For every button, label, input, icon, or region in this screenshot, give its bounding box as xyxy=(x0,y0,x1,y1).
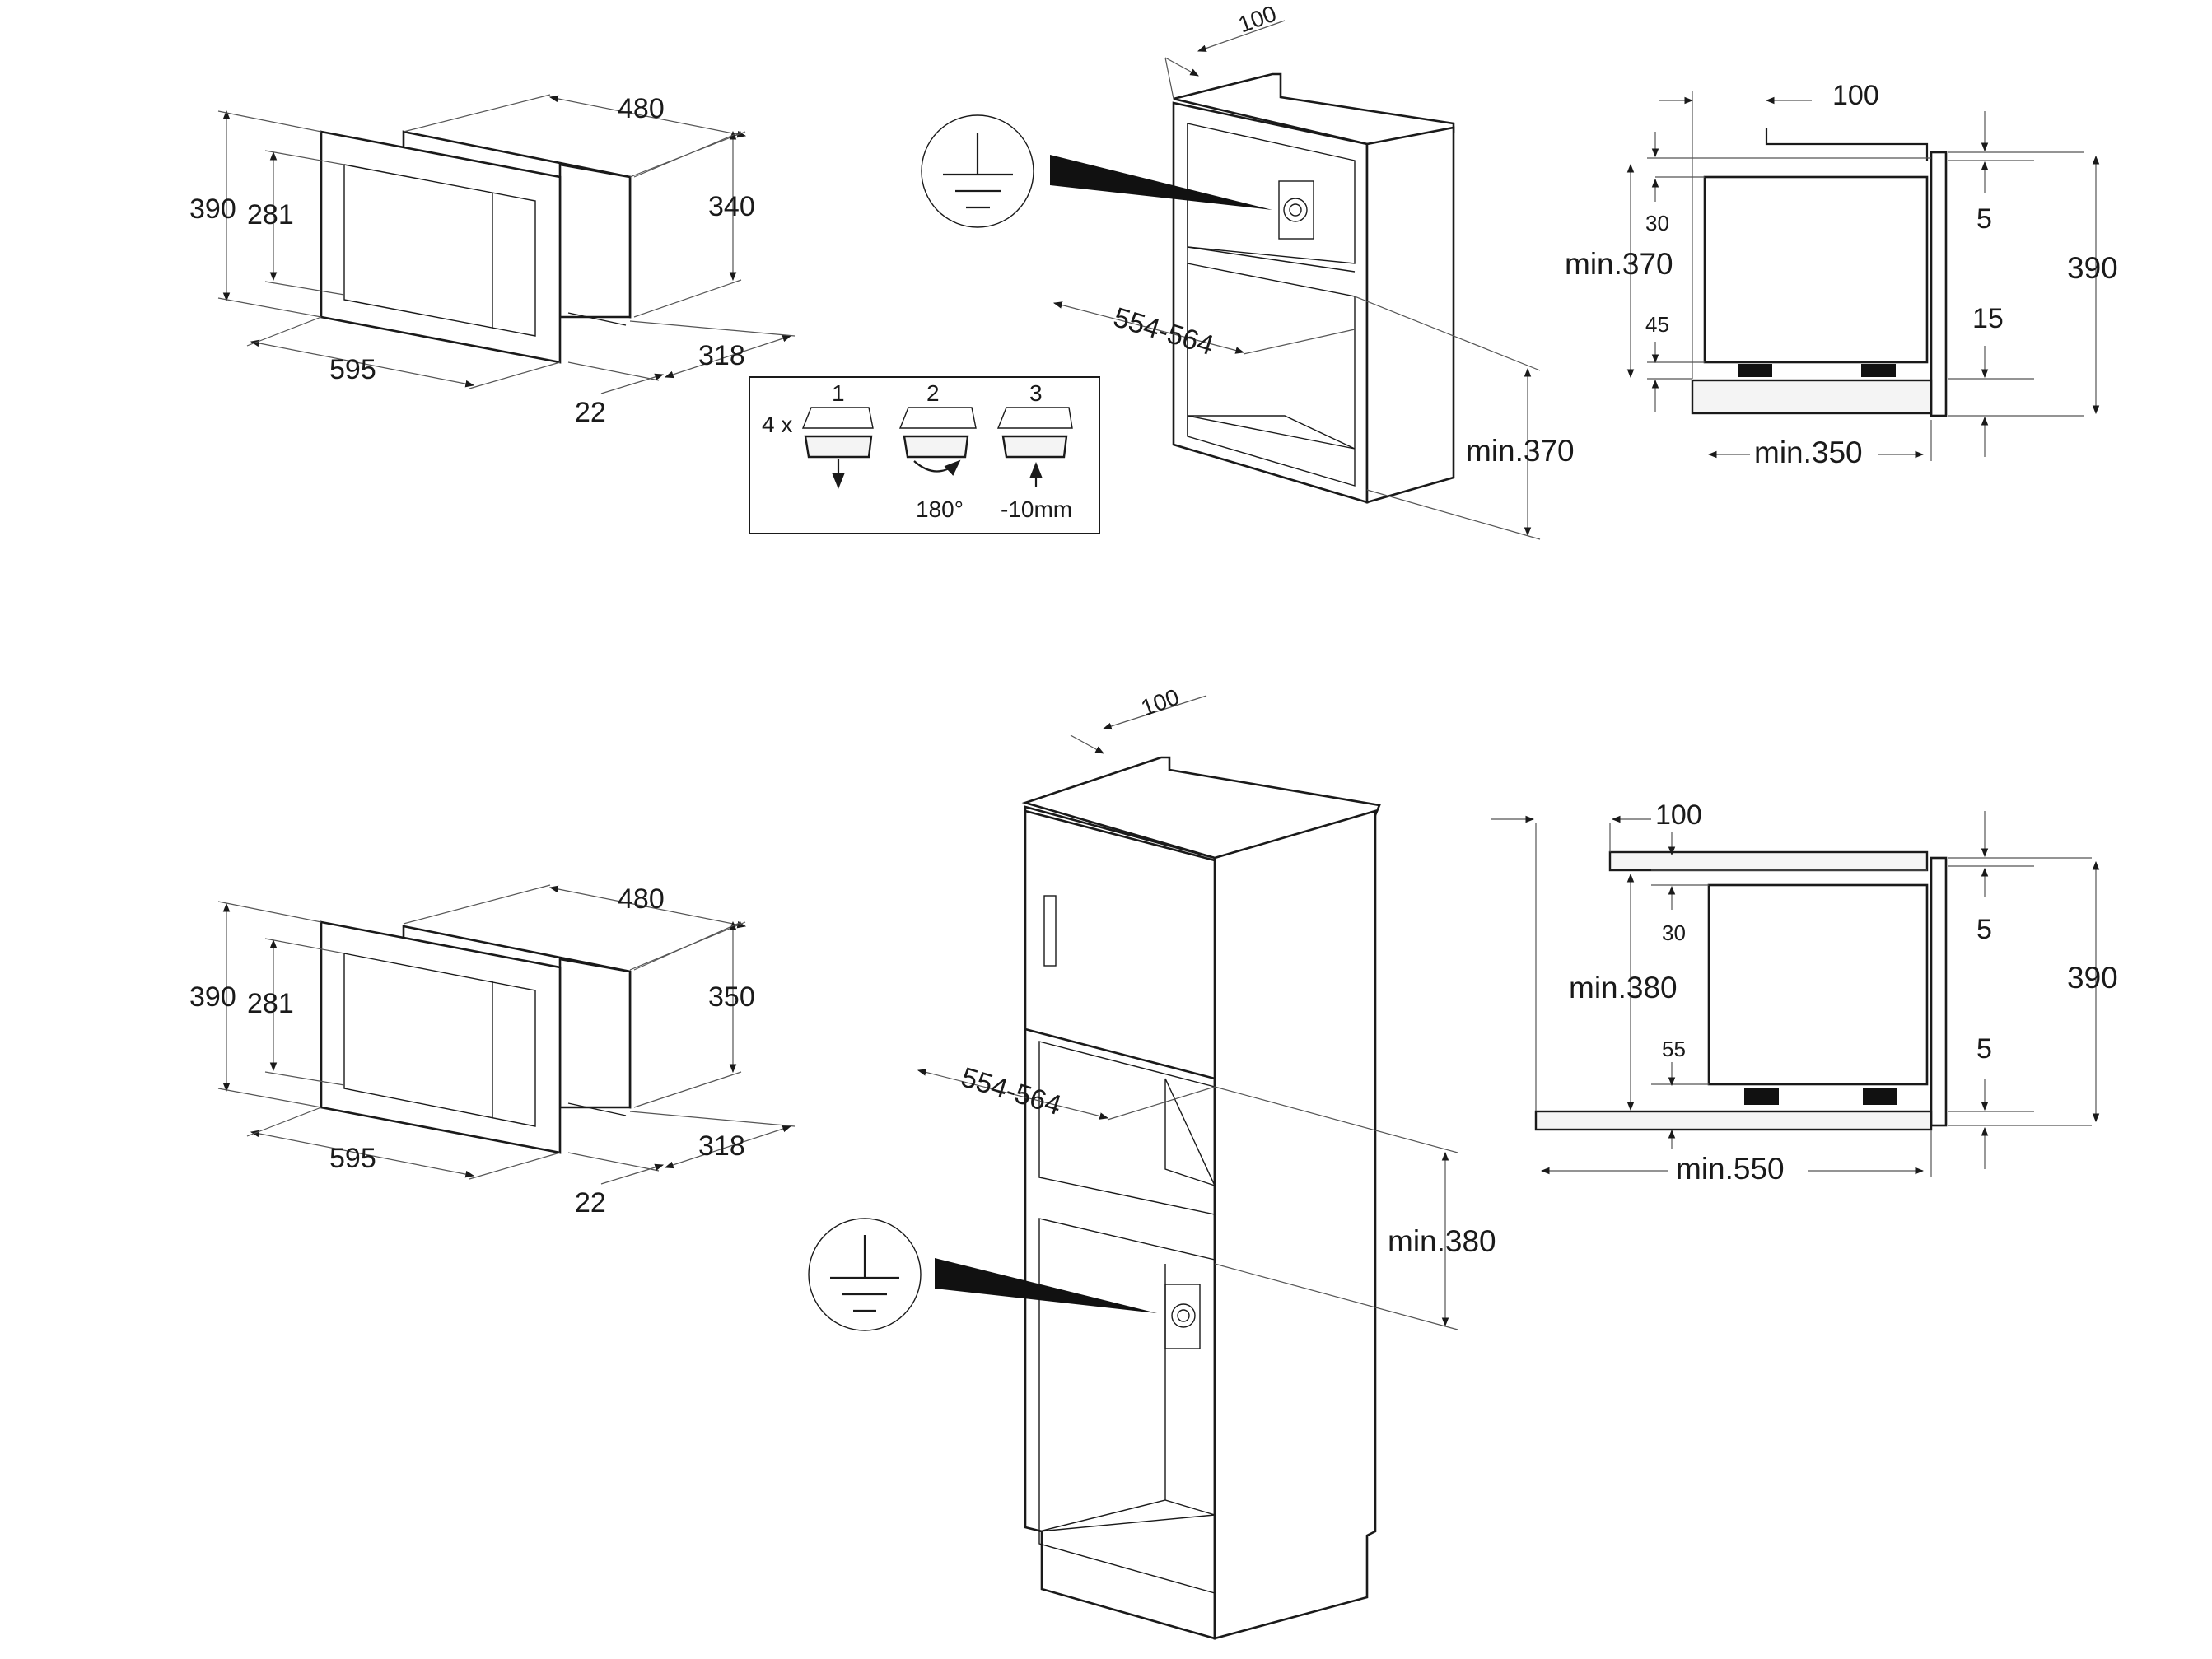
bottom-dim-390: 390 xyxy=(189,981,236,1013)
top-cab-min370: min.370 xyxy=(1466,434,1575,468)
feet-step-1: 1 xyxy=(832,380,845,406)
top-dim-340: 340 xyxy=(708,191,755,222)
top-side-15: 15 xyxy=(1972,303,2004,334)
bottom-cab-min380: min.380 xyxy=(1388,1224,1496,1258)
bottom-appliance-isometric: 480 390 281 350 595 318 22 xyxy=(189,883,796,1219)
feet-lower: -10mm xyxy=(1001,496,1072,522)
feet-rotate: 180° xyxy=(916,496,964,522)
feet-adjustment-box: 4 x 1 2 3 180° -10mm xyxy=(749,376,1100,534)
bottom-dim-281: 281 xyxy=(247,988,294,1019)
top-dim-480: 480 xyxy=(618,93,665,124)
foot-step2-icon xyxy=(898,407,977,476)
bottom-dim-480: 480 xyxy=(618,883,665,915)
top-cab-100: 100 xyxy=(1234,1,1280,38)
feet-step-3: 3 xyxy=(1029,380,1043,406)
top-side-100: 100 xyxy=(1832,80,1879,111)
bottom-dim-350: 350 xyxy=(708,981,755,1013)
foot-step1-icon xyxy=(801,407,874,489)
bottom-side-100: 100 xyxy=(1655,799,1702,831)
foot-step3-icon xyxy=(996,407,1073,487)
top-dim-318: 318 xyxy=(698,340,745,371)
bottom-side-min380: min.380 xyxy=(1569,971,1678,1004)
bottom-side-55: 55 xyxy=(1662,1037,1686,1061)
bottom-side-min550: min.550 xyxy=(1676,1152,1785,1186)
bottom-dim-22: 22 xyxy=(575,1187,606,1219)
top-side-min350: min.350 xyxy=(1754,436,1863,469)
bottom-tall-cabinet: 100 554-564 min.380 xyxy=(808,684,1496,1640)
top-side-min370: min.370 xyxy=(1565,247,1673,281)
top-dim-281: 281 xyxy=(247,199,294,231)
bottom-side-390: 390 xyxy=(2067,961,2118,995)
top-side-45: 45 xyxy=(1645,312,1669,337)
top-cabinet: 100 554-564 min.370 xyxy=(921,1,1575,540)
top-side-30: 30 xyxy=(1645,211,1669,235)
top-dim-595: 595 xyxy=(329,354,376,385)
bottom-dim-318: 318 xyxy=(698,1130,745,1162)
bottom-side-30: 30 xyxy=(1662,920,1686,945)
bottom-side-5-top: 5 xyxy=(1976,914,1992,945)
top-side-390: 390 xyxy=(2067,251,2118,285)
feet-step-2: 2 xyxy=(926,380,940,406)
bottom-side-5-bottom: 5 xyxy=(1976,1033,1992,1065)
top-side-5: 5 xyxy=(1976,203,1992,235)
bottom-side-view: 100 30 min.380 55 5 5 390 min.550 xyxy=(1491,799,2118,1186)
top-appliance-isometric: 480 390 281 340 595 318 22 xyxy=(189,93,796,428)
bottom-cab-100: 100 xyxy=(1137,684,1183,721)
top-dim-22: 22 xyxy=(575,397,606,428)
top-side-view: 100 30 min.370 45 5 15 390 min.350 xyxy=(1565,80,2118,469)
bottom-dim-595: 595 xyxy=(329,1143,376,1174)
top-dim-390: 390 xyxy=(189,193,236,225)
feet-count: 4 x xyxy=(762,412,792,437)
